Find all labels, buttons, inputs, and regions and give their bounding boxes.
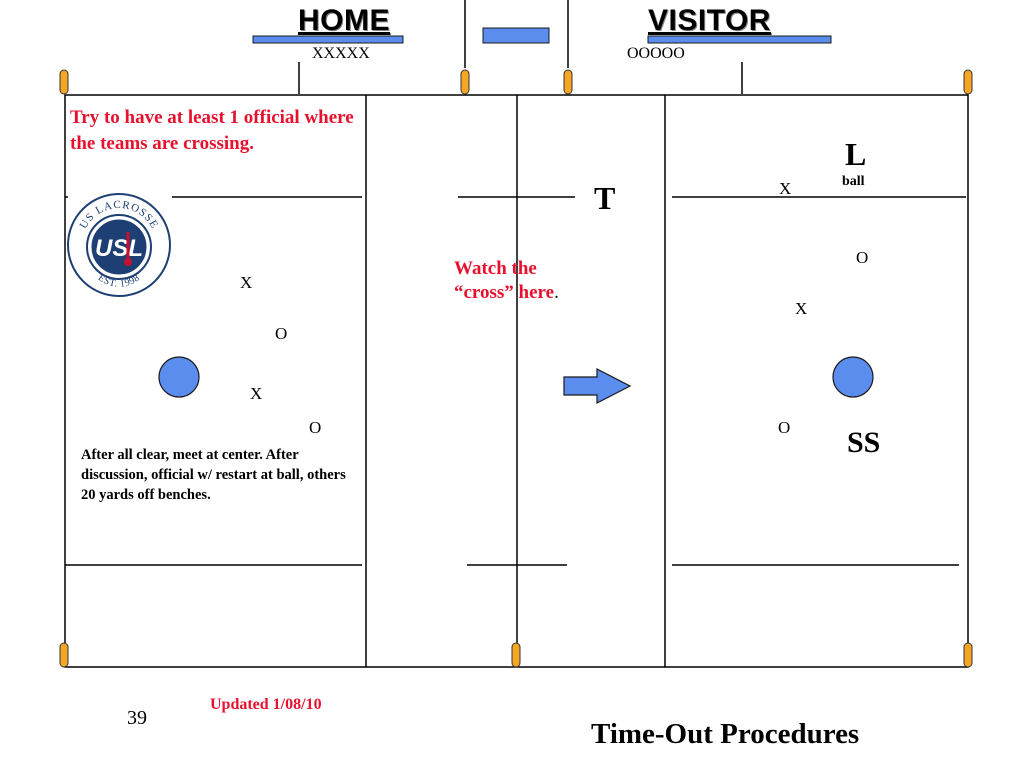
watch-cross-note: Watch the “cross” here. (454, 257, 564, 305)
cone-icon (963, 642, 973, 668)
official-circle-icon (832, 356, 874, 398)
ball-label: ball (842, 174, 865, 189)
home-team-roster: XXXXX (312, 45, 370, 62)
official-circle-icon (158, 356, 200, 398)
cone-icon (59, 642, 69, 668)
trail-official-label: T (594, 180, 616, 216)
cone-icon (59, 69, 69, 95)
player-home-x: X (779, 179, 792, 198)
visitor-team-roster: OOOOO (627, 45, 685, 62)
updated-date: Updated 1/08/10 (210, 696, 322, 713)
lead-official-label: L (845, 136, 867, 172)
table-bench-bar (482, 27, 550, 44)
player-home-x: X (250, 384, 263, 403)
cone-icon (963, 69, 973, 95)
player-visitor-o: O (778, 418, 791, 437)
svg-text:EST. 1998: EST. 1998 (96, 272, 143, 289)
player-visitor-o: O (275, 324, 288, 343)
us-lacrosse-logo: US LACROSSE USL EST. 1998 (67, 193, 171, 297)
crossing-tip-note: Try to have at least 1 official where th… (70, 107, 354, 154)
svg-text:USL: USL (95, 235, 143, 262)
watch-cross-text: Watch the “cross” here (454, 258, 555, 303)
player-home-x: X (240, 273, 253, 292)
player-home-x: X (795, 299, 808, 318)
single-side-official-label: SS (847, 426, 881, 459)
cone-icon (511, 642, 521, 668)
player-visitor-o: O (856, 248, 869, 267)
after-clear-note: After all clear, meet at center. After d… (81, 447, 346, 503)
slide-number: 39 (127, 707, 147, 729)
slide-title: Time-Out Procedures (591, 718, 860, 750)
watch-cross-period: . (554, 282, 559, 303)
visitor-team-label: VISITOR (648, 4, 771, 37)
right-arrow-icon (563, 368, 632, 404)
cone-icon (460, 69, 470, 95)
home-bench-bar (252, 35, 404, 44)
player-visitor-o: O (309, 418, 322, 437)
home-team-label: HOME (298, 4, 390, 37)
visitor-bench-bar (647, 35, 832, 44)
cone-icon (563, 69, 573, 95)
